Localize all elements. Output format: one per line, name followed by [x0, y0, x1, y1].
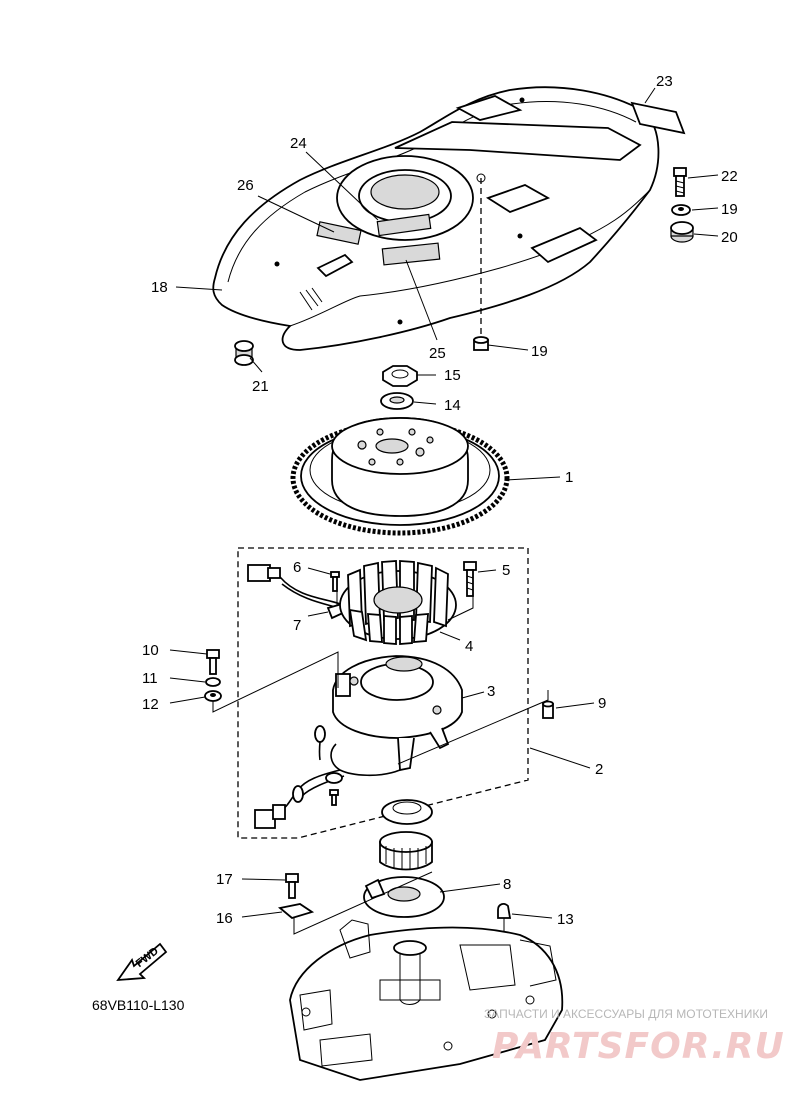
- callout-25: 25: [429, 345, 446, 362]
- callout-4: 4: [465, 638, 473, 655]
- bracket-16: [277, 903, 315, 920]
- washer-14: [380, 392, 414, 410]
- callout-13: 13: [557, 911, 574, 928]
- callout-23: 23: [656, 73, 673, 90]
- watermark-tagline: ЗАПЧАСТИ И АКСЕССУАРЫ ДЛЯ МОТОТЕХНИКИ: [484, 1007, 768, 1021]
- bolt-22: [673, 167, 687, 197]
- callout-20: 20: [721, 229, 738, 246]
- callout-14: 14: [444, 397, 461, 414]
- callout-11: 11: [142, 670, 158, 687]
- callout-19-upper: 19: [721, 201, 738, 218]
- screw-10: [206, 649, 220, 675]
- wire-harness-lower: [254, 725, 401, 829]
- callout-21: 21: [252, 378, 269, 395]
- stator-coil-4: [339, 560, 457, 645]
- callout-numbers: 23 24 26 18 25 19 21 22 19 20 15 14 1 5 …: [142, 73, 738, 928]
- grommet-19-lower: [473, 336, 489, 351]
- diagram-code: 68VB110-L130: [92, 997, 185, 1013]
- callout-15: 15: [444, 367, 461, 384]
- callout-10: 10: [142, 642, 159, 659]
- woodruff-key-13: [497, 903, 512, 919]
- callout-7: 7: [293, 617, 301, 634]
- gear-lower: [379, 831, 433, 871]
- callout-6: 6: [293, 559, 301, 576]
- powerhead-block: [289, 919, 564, 1081]
- callout-17: 17: [216, 871, 233, 888]
- grommet-21: [234, 340, 254, 366]
- callout-24: 24: [290, 135, 307, 152]
- callout-12: 12: [142, 696, 159, 713]
- callout-5: 5: [502, 562, 510, 579]
- nut-15: [382, 365, 418, 387]
- nut-lower: [381, 799, 433, 825]
- callout-26: 26: [237, 177, 254, 194]
- lock-washer-11: [205, 677, 221, 687]
- screw-6: [330, 571, 340, 592]
- callout-3: 3: [487, 683, 495, 700]
- callout-16: 16: [216, 910, 233, 927]
- leader-lines: [169, 87, 719, 919]
- callout-2: 2: [595, 761, 603, 778]
- callout-8: 8: [503, 876, 511, 893]
- flywheel-cover: [212, 86, 660, 351]
- grommet-20: [670, 221, 694, 243]
- dowel-pin-9: [542, 700, 554, 719]
- flywheel: [290, 417, 510, 536]
- pulser-plate-8: [363, 876, 445, 918]
- screw-5: [463, 561, 477, 597]
- stator-base-3: [332, 655, 463, 772]
- bolt-17: [285, 873, 299, 899]
- callout-9: 9: [598, 695, 606, 712]
- fwd-arrow-icon: FWD: [116, 942, 168, 982]
- callout-22: 22: [721, 168, 738, 185]
- callout-1: 1: [565, 469, 573, 486]
- label-decal-23: [630, 101, 686, 135]
- callout-18: 18: [151, 279, 168, 296]
- watermark-logo: PARTSFOR.RU: [492, 1026, 785, 1067]
- callout-19-lower: 19: [531, 343, 548, 360]
